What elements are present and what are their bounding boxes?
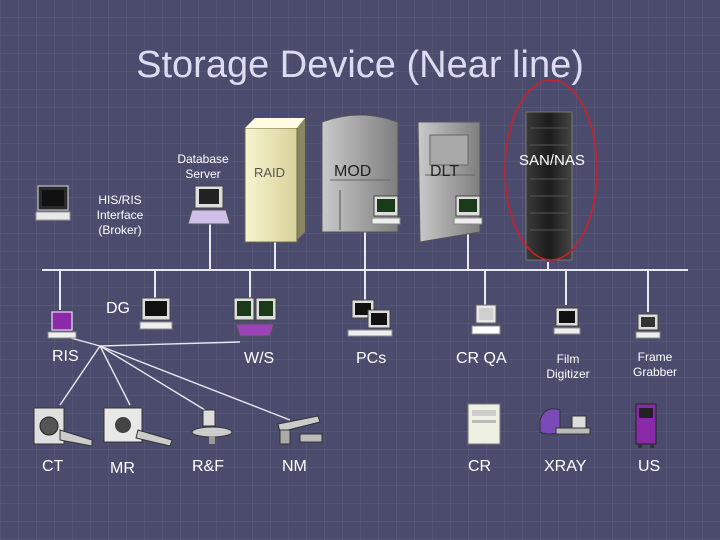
cr-qa-workstation xyxy=(471,304,501,335)
rf-label: R&F xyxy=(192,458,224,475)
film-digitizer-label-line1: Film xyxy=(556,352,580,366)
xray-label: XRAY xyxy=(544,458,587,475)
frame-grabber-label-line2: Grabber xyxy=(632,365,678,379)
dlt-label: DLT xyxy=(430,163,460,180)
frame-grabber-label: Frame Grabber xyxy=(622,350,688,380)
san-nas-label: SAN/NAS xyxy=(519,152,585,169)
raid-label: RAID xyxy=(254,165,286,180)
us-label: US xyxy=(638,458,661,475)
frame-grabber-label-line1: Frame xyxy=(637,350,673,364)
pcs-workstations xyxy=(347,299,393,337)
nm-camera xyxy=(277,415,323,445)
mr-label: MR xyxy=(110,460,135,477)
film-digitizer-workstation xyxy=(553,307,581,335)
rf-unit xyxy=(191,409,233,444)
film-digitizer-label: Film Digitizer xyxy=(536,352,600,382)
pcs-label: PCs xyxy=(356,350,387,367)
ws-label: W/S xyxy=(244,350,275,367)
his-ris-workstation xyxy=(35,185,71,221)
dg-label: DG xyxy=(106,300,130,317)
ct-scanner xyxy=(33,407,93,447)
raid-device xyxy=(244,118,305,243)
database-server-workstation xyxy=(187,185,231,225)
ct-label: CT xyxy=(42,458,64,475)
frame-grabber-workstation xyxy=(635,313,661,339)
database-server-label-line1: Database xyxy=(177,152,229,166)
cr-reader xyxy=(467,403,501,445)
ris-label: RIS xyxy=(52,348,79,365)
cr-label: CR xyxy=(468,458,492,475)
slide-title: Storage Device (Near line) xyxy=(136,44,584,86)
xray-unit xyxy=(539,408,591,435)
his-ris-label-line2: Interface xyxy=(96,208,144,222)
database-server-label-line2: Server xyxy=(185,167,221,181)
mod-workstation xyxy=(371,195,401,225)
his-ris-label: HIS/RIS Interface (Broker) xyxy=(82,193,158,238)
dg-workstation xyxy=(139,297,173,330)
mr-scanner xyxy=(103,407,173,447)
dlt-workstation xyxy=(453,195,483,225)
database-server-label: Database Server xyxy=(168,152,238,182)
cr-qa-label: CR QA xyxy=(456,350,507,367)
his-ris-label-line1: HIS/RIS xyxy=(98,193,142,207)
san-nas-rack xyxy=(525,111,573,261)
us-machine xyxy=(635,403,657,448)
san-nas-highlight xyxy=(504,79,598,261)
dg-fan-lines xyxy=(59,334,291,421)
ris-terminal xyxy=(47,311,77,339)
ws-workstation xyxy=(233,297,277,337)
nm-label: NM xyxy=(282,458,307,475)
his-ris-label-line3: (Broker) xyxy=(98,223,142,237)
film-digitizer-label-line2: Digitizer xyxy=(546,367,590,381)
mod-label: MOD xyxy=(334,163,372,180)
